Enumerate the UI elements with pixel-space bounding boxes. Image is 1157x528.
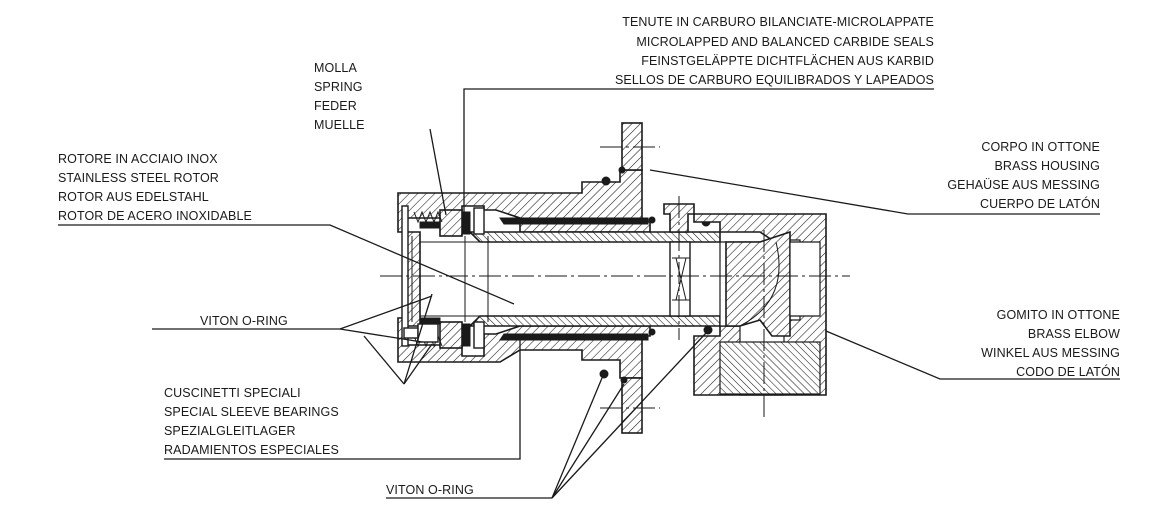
label-spring-de: FEDER [314,99,357,113]
label-bearings: CUSCINETTI SPECIALI SPECIAL SLEEVE BEARI… [164,386,339,457]
oring-flange-bottom [599,369,609,379]
label-housing-de: GEHAÜSE AUS MESSING [947,178,1100,192]
seal-carbide-lower [461,323,471,347]
flange-bottom [621,377,643,434]
label-rotor-de: ROTOR AUS EDELSTAHL [58,190,209,204]
label-oring-bottom-text: VITON O-RING [386,483,474,497]
label-elbow-de: WINKEL AUS MESSING [981,346,1120,360]
label-elbow: GOMITO IN OTTONE BRASS ELBOW WINKEL AUS … [981,308,1120,379]
oring-elbow-bottom [703,325,713,335]
rotor-lower-wall [468,315,721,327]
spring-upper [413,210,443,224]
bearing-lower [499,333,649,341]
label-rotor-en: STAINLESS STEEL ROTOR [58,171,219,185]
label-bearings-en: SPECIAL SLEEVE BEARINGS [164,405,339,419]
seal-ring-upper [439,209,463,237]
label-spring-it: MOLLA [314,61,357,75]
label-bearings-it: CUSCINETTI SPECIALI [164,386,301,400]
label-housing-es: CUERPO DE LATÓN [980,196,1100,211]
label-bearings-es: RADAMIENTOS ESPECIALES [164,443,339,457]
label-oring-left-text: VITON O-RING [200,314,288,328]
label-bearings-de: SPEZIALGLEITLAGER [164,424,296,438]
label-oring-left: VITON O-RING [200,314,288,328]
elbow-thread [719,341,821,395]
label-spring-es: MUELLE [314,118,365,132]
label-seals-es: SELLOS DE CARBURO EQUILIBRADOS Y LAPEADO… [615,73,934,87]
label-seals-en: MICROLAPPED AND BALANCED CARBIDE SEALS [636,35,934,49]
seal-ring-lower [439,321,463,349]
label-rotor-es: ROTOR DE ACERO INOXIDABLE [58,209,252,223]
label-seals-it: TENUTE IN CARBURO BILANCIATE-MICROLAPPAT… [622,15,934,29]
rotor-upper-wall [468,231,721,243]
seal-carbide-upper [461,211,471,235]
label-seals: TENUTE IN CARBURO BILANCIATE-MICROLAPPAT… [615,15,934,87]
label-seals-de: FEINSTGELÄPPTE DICHTFLÄCHEN AUS KARBID [641,54,934,68]
label-elbow-it: GOMITO IN OTTONE [997,308,1120,322]
cross-section [380,122,850,434]
oring-flange-top [601,176,611,186]
label-spring-en: SPRING [314,80,363,94]
label-elbow-en: BRASS ELBOW [1028,327,1120,341]
bearing-upper [499,217,649,225]
label-rotor: ROTORE IN ACCIAIO INOX STAINLESS STEEL R… [58,152,252,223]
label-oring-bottom: VITON O-RING [386,483,474,497]
label-housing-en: BRASS HOUSING [995,159,1101,173]
label-housing: CORPO IN OTTONE BRASS HOUSING GEHAÜSE AU… [947,140,1100,211]
label-housing-it: CORPO IN OTTONE [981,140,1100,154]
leader-lines [58,88,1120,499]
label-spring: MOLLA SPRING FEDER MUELLE [314,61,365,132]
label-rotor-it: ROTORE IN ACCIAIO INOX [58,152,218,166]
bolt-shank [669,241,691,317]
label-elbow-es: CODO DE LATÓN [1016,364,1120,379]
